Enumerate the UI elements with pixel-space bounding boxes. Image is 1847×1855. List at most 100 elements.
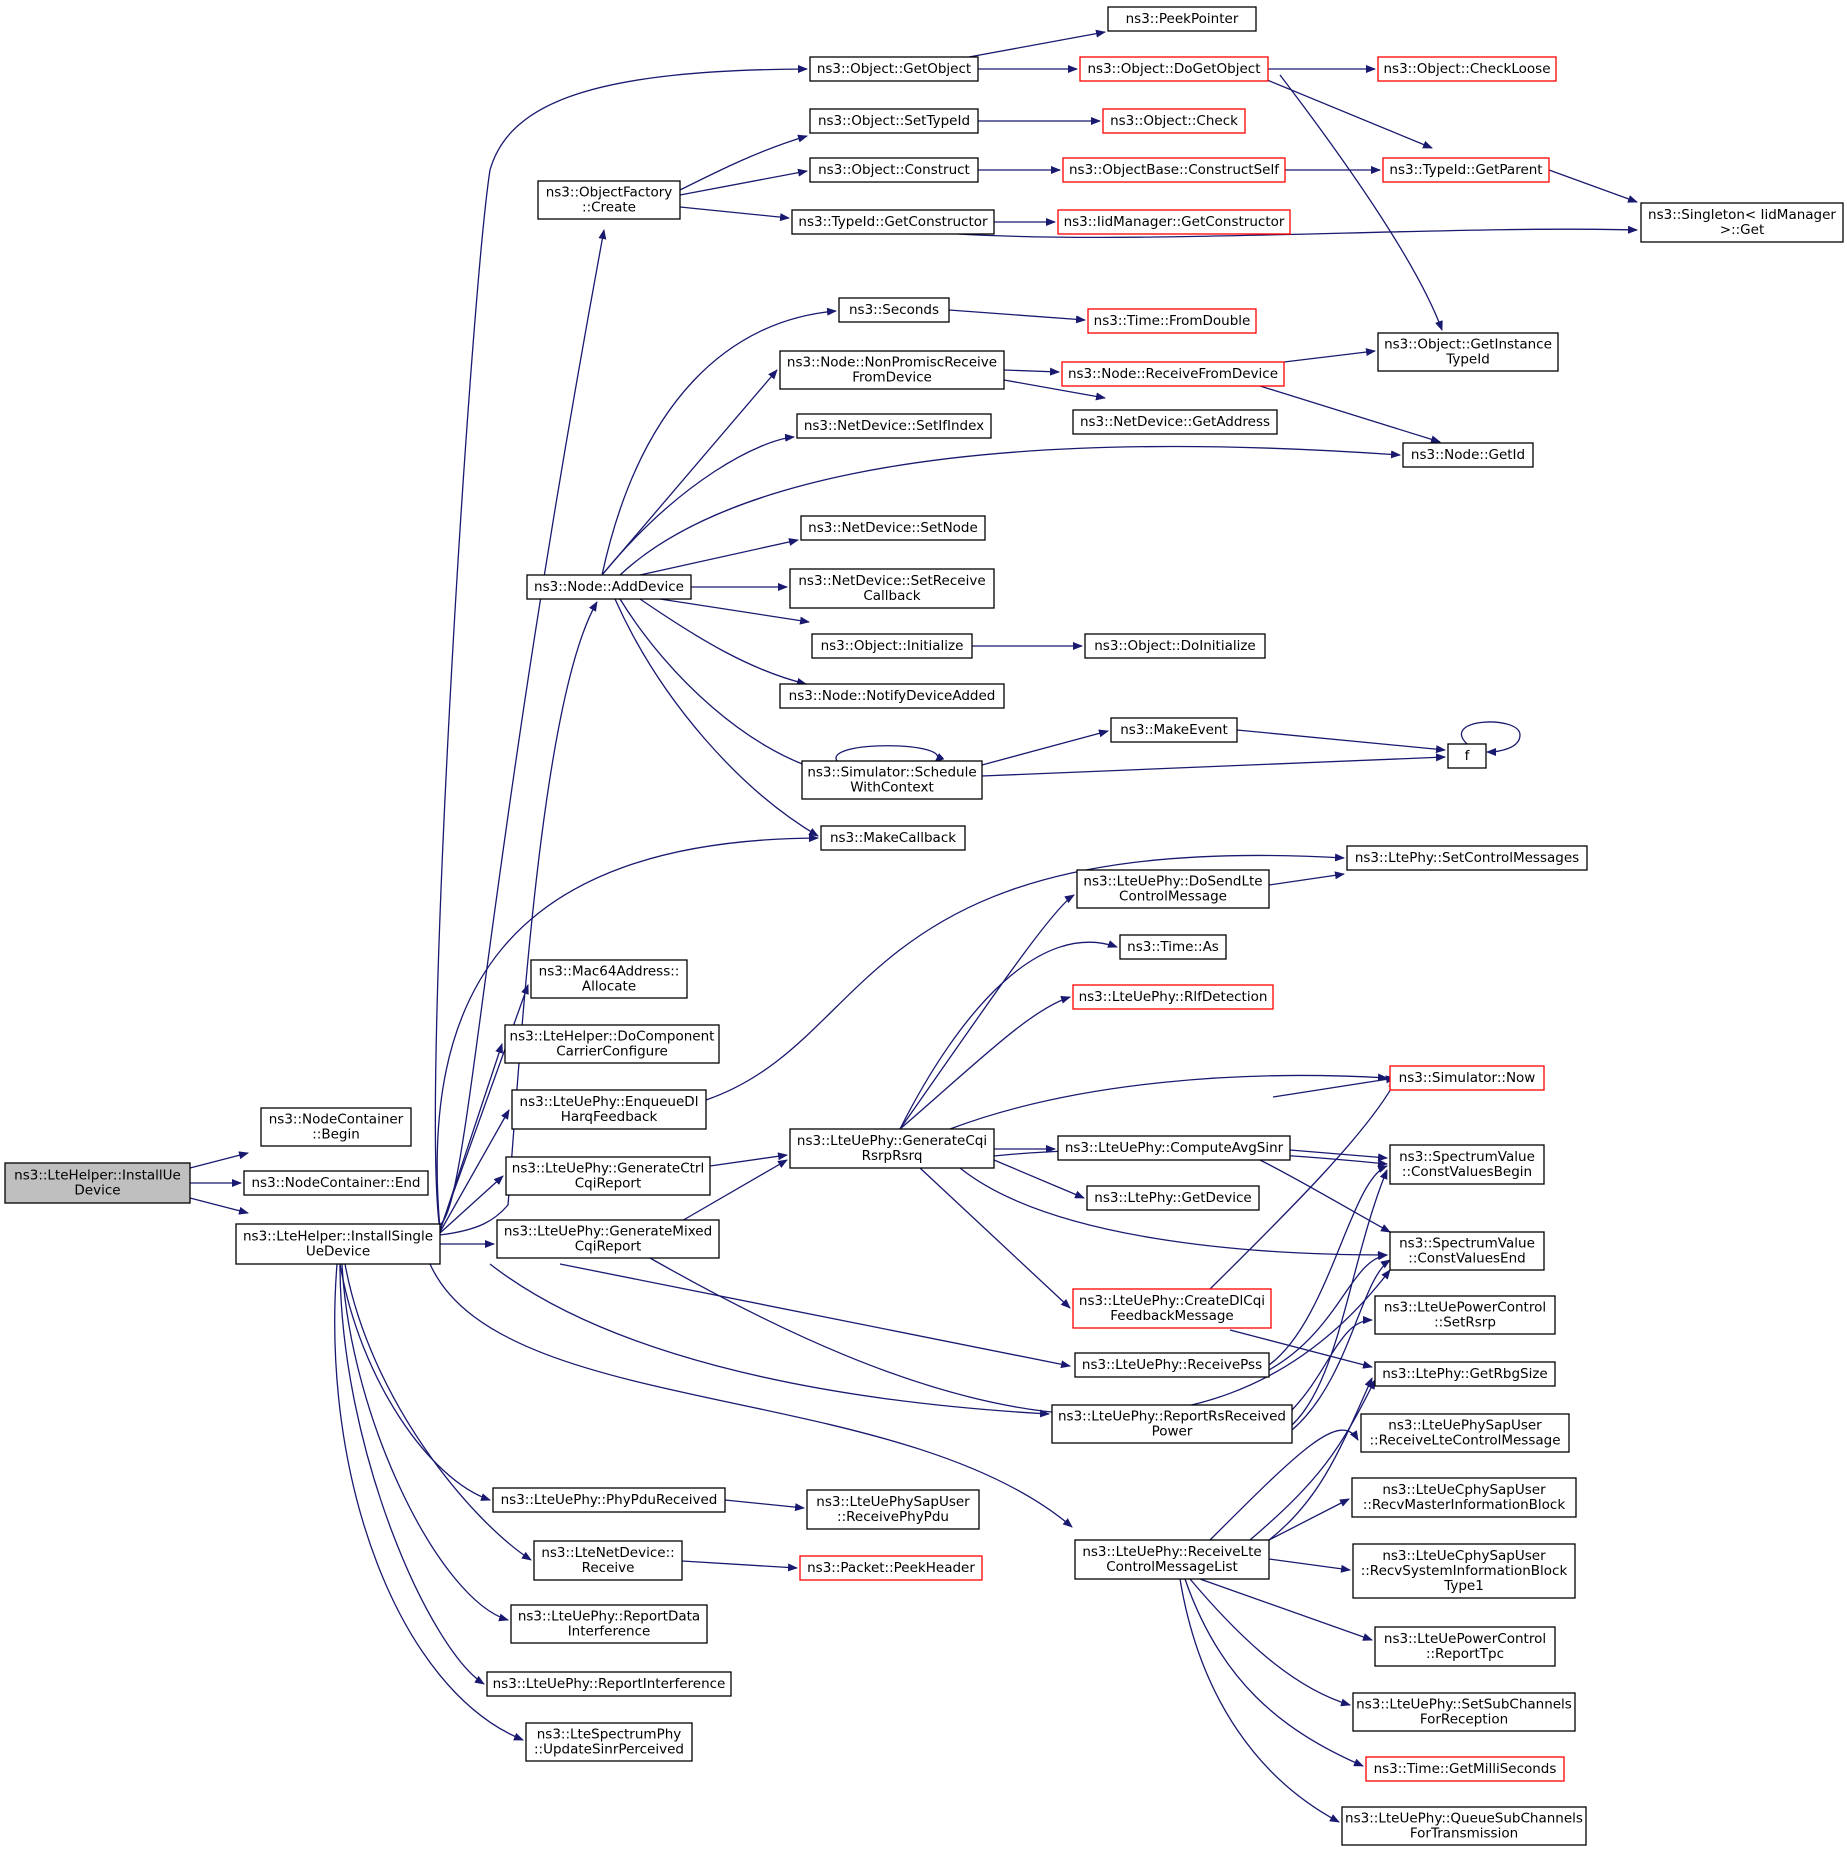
node-box: [838, 297, 950, 323]
node-label: ns3::LteUePhy::GenerateCqi: [797, 1133, 987, 1149]
function-node-ltephy-setcontrolmessages[interactable]: ns3::LtePhy::SetControlMessages: [1346, 845, 1588, 871]
function-node-obj-dogetobject[interactable]: ns3::Object::DoGetObject: [1079, 56, 1269, 82]
function-node-node-notifydeviceadded[interactable]: ns3::Node::NotifyDeviceAdded: [779, 683, 1005, 709]
function-node-obj-getobject[interactable]: ns3::Object::GetObject: [809, 56, 979, 82]
call-edge: [899, 995, 1071, 1130]
function-node-peekpointer[interactable]: ns3::PeekPointer: [1107, 6, 1257, 32]
function-node-obj-initialize[interactable]: ns3::Object::Initialize: [811, 633, 973, 659]
function-node-ltephy-getdevice[interactable]: ns3::LtePhy::GetDevice: [1086, 1185, 1260, 1211]
function-node-makeevent[interactable]: ns3::MakeEvent: [1110, 717, 1238, 743]
function-node-seconds[interactable]: ns3::Seconds: [838, 297, 950, 323]
function-node-lteuepowercontrol-setrsrp[interactable]: ns3::LteUePowerControl::SetRsrp: [1374, 1295, 1556, 1335]
node-label: ns3::MakeEvent: [1120, 722, 1228, 738]
node-label: HarqFeedback: [561, 1109, 658, 1125]
function-node-f[interactable]: f: [1447, 743, 1487, 769]
function-node-makecallback[interactable]: ns3::MakeCallback: [820, 825, 966, 851]
node-label: ns3::Singleton< IidManager: [1648, 207, 1836, 223]
node-box: [511, 1089, 707, 1130]
node-box: [1640, 202, 1844, 243]
function-node-netdevice-setnode[interactable]: ns3::NetDevice::SetNode: [800, 515, 986, 541]
function-node-typeid-getparent[interactable]: ns3::TypeId::GetParent: [1382, 157, 1550, 183]
function-node-lteuephy-reportinterference[interactable]: ns3::LteUePhy::ReportInterference: [486, 1671, 732, 1697]
node-label: ns3::NetDevice::GetAddress: [1080, 414, 1270, 430]
function-node-sv-constvaluesbegin[interactable]: ns3::SpectrumValue::ConstValuesBegin: [1389, 1144, 1545, 1185]
node-label: ns3::Packet::PeekHeader: [807, 1560, 975, 1576]
function-node-packet-peekheader[interactable]: ns3::Packet::PeekHeader: [799, 1555, 983, 1581]
node-label: TypeId: [1445, 352, 1490, 368]
function-node-obj-checkloose[interactable]: ns3::Object::CheckLoose: [1377, 56, 1557, 82]
call-edge: [1268, 871, 1345, 886]
function-node-node-getid[interactable]: ns3::Node::GetId: [1402, 442, 1534, 468]
node-label: ns3::LteUePhy::PhyPduReceived: [501, 1492, 718, 1508]
node-label: ns3::LteHelper::DoComponent: [510, 1029, 715, 1045]
call-edge: [968, 29, 1106, 58]
function-node-iidmanager-getconstructor[interactable]: ns3::IidManager::GetConstructor: [1057, 209, 1291, 235]
function-node-obj-check[interactable]: ns3::Object::Check: [1102, 108, 1246, 134]
function-node-sapuser-receivelte[interactable]: ns3::LteUePhySapUser::ReceiveLteControlM…: [1360, 1413, 1570, 1453]
node-label: ForReception: [1420, 1712, 1508, 1728]
function-node-sapuser-receivephypdu[interactable]: ns3::LteUePhySapUser::ReceivePhyPdu: [806, 1489, 980, 1530]
function-node-node-adddevice[interactable]: ns3::Node::AddDevice: [526, 574, 692, 600]
node-box: [525, 1722, 693, 1762]
function-node-obj-settypeid[interactable]: ns3::Object::SetTypeId: [809, 108, 979, 134]
function-node-cphysapuser-recvmaster[interactable]: ns3::LteUeCphySapUser::RecvMasterInforma…: [1351, 1477, 1577, 1518]
function-node-cphysapuser-recvsystem[interactable]: ns3::LteUeCphySapUser::RecvSystemInforma…: [1352, 1543, 1576, 1599]
function-node-lteuephy-receiveltecontrol[interactable]: ns3::LteUePhy::ReceiveLteControlMessageL…: [1074, 1539, 1270, 1580]
function-node-netdevice-getaddress[interactable]: ns3::NetDevice::GetAddress: [1072, 409, 1278, 435]
call-edge: [948, 309, 1086, 324]
node-label: UeDevice: [306, 1244, 370, 1260]
function-node-lteuephy-queuesubchannels[interactable]: ns3::LteUePhy::QueueSubChannelsForTransm…: [1341, 1806, 1587, 1846]
function-node-sv-constvaluesend[interactable]: ns3::SpectrumValue::ConstValuesEnd: [1389, 1231, 1545, 1271]
function-node-objbase-constructself[interactable]: ns3::ObjectBase::ConstructSelf: [1062, 157, 1286, 183]
node-box: [1057, 1135, 1291, 1161]
node-box: [1341, 1806, 1587, 1846]
function-node-ltespectrumphy-updatesinr[interactable]: ns3::LteSpectrumPhy::UpdateSinrPerceived: [525, 1722, 693, 1762]
node-box: [492, 1487, 726, 1513]
function-node-ltehelper-docomponent[interactable]: ns3::LteHelper::DoComponentCarrierConfig…: [504, 1024, 720, 1064]
function-node-node-receivefromdevice[interactable]: ns3::Node::ReceiveFromDevice: [1061, 361, 1285, 387]
function-node-lteuephy-computeavgsinr[interactable]: ns3::LteUePhy::ComputeAvgSinr: [1057, 1135, 1291, 1161]
function-node-sim-now[interactable]: ns3::Simulator::Now: [1389, 1065, 1545, 1091]
function-node-ltenetdevice-receive[interactable]: ns3::LteNetDevice::Receive: [533, 1540, 683, 1581]
function-node-nc-begin[interactable]: ns3::NodeContainer::Begin: [260, 1107, 412, 1147]
function-node-mac64-allocate[interactable]: ns3::Mac64Address::Allocate: [530, 959, 688, 999]
call-edge: [1291, 1169, 1388, 1426]
node-box: [1351, 1477, 1577, 1518]
node-box: [1389, 1231, 1545, 1271]
function-node-netdevice-setifindex[interactable]: ns3::NetDevice::SetIfIndex: [796, 413, 992, 439]
function-node-obj-doinitialize[interactable]: ns3::Object::DoInitialize: [1084, 633, 1266, 659]
node-label: ns3::Node::NonPromiscReceive: [787, 355, 997, 371]
function-node-obj-construct[interactable]: ns3::Object::Construct: [809, 157, 979, 183]
node-label: CqiReport: [575, 1239, 642, 1255]
function-node-lteuephy-createdlcqi[interactable]: ns3::LteUePhy::CreateDlCqiFeedbackMessag…: [1072, 1288, 1272, 1329]
function-node-lteuephy-receivepss[interactable]: ns3::LteUePhy::ReceivePss: [1074, 1352, 1270, 1378]
call-edge: [1548, 169, 1638, 203]
node-box: [796, 413, 992, 439]
function-node-time-fromdouble[interactable]: ns3::Time::FromDouble: [1087, 308, 1257, 334]
function-node-lteuepowercontrol-reporttpc[interactable]: ns3::LteUePowerControl::ReportTpc: [1374, 1626, 1556, 1667]
function-node-nc-end[interactable]: ns3::NodeContainer::End: [243, 1170, 429, 1196]
function-node-lteuephy-phypdureceived[interactable]: ns3::LteUePhy::PhyPduReceived: [492, 1487, 726, 1513]
function-node-singleton-get[interactable]: ns3::Singleton< IidManager >::Get: [1640, 202, 1844, 243]
function-node-of-create[interactable]: ns3::ObjectFactory::Create: [537, 180, 681, 220]
node-label: ns3::Seconds: [849, 302, 939, 318]
function-node-time-getmilliseconds[interactable]: ns3::Time::GetMilliSeconds: [1365, 1756, 1565, 1782]
function-node-ltephy-getrbgsize[interactable]: ns3::LtePhy::GetRbgSize: [1374, 1361, 1556, 1387]
function-node-typeid-getconstructor[interactable]: ns3::TypeId::GetConstructor: [791, 209, 995, 235]
function-node-lteuephy-rlfdetection[interactable]: ns3::LteUePhy::RlfDetection: [1072, 984, 1274, 1010]
function-node-lteuephy-setsubchannels[interactable]: ns3::LteUePhy::SetSubChannelsForReceptio…: [1352, 1692, 1576, 1732]
function-node-time-as[interactable]: ns3::Time::As: [1119, 934, 1227, 960]
